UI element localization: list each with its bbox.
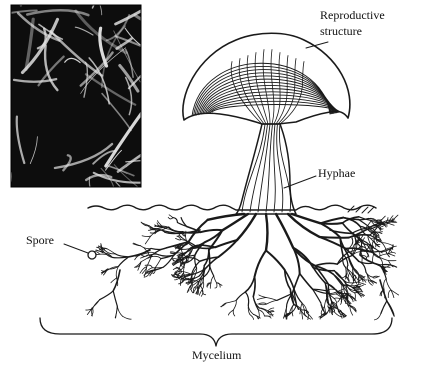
mycelium-hypha xyxy=(315,263,337,265)
stalk-hypha xyxy=(274,124,276,212)
reproductive-structure-label-line1: Reproductive xyxy=(320,8,385,22)
mycelium-hypha xyxy=(388,253,395,254)
mycelium-hypha xyxy=(346,267,347,276)
mycelium-hypha xyxy=(386,279,391,290)
mycelium-hypha xyxy=(266,298,277,301)
mycelium-hypha xyxy=(214,276,217,283)
mycelium-hypha xyxy=(379,257,389,261)
cap-hypha xyxy=(212,105,340,113)
mycelium-hypha xyxy=(290,304,294,313)
mycelium-hypha xyxy=(304,313,310,319)
mycelium-hypha xyxy=(187,258,200,262)
mycelium-hypha xyxy=(387,301,394,314)
mycelium-hypha xyxy=(145,236,150,244)
mycelium-hypha xyxy=(117,306,122,316)
mycelium-hypha xyxy=(384,279,387,290)
mycelium-hypha xyxy=(266,251,285,270)
micrograph-photo xyxy=(0,0,193,236)
mycelium-hypha xyxy=(257,298,266,300)
mycelium-hypha xyxy=(200,230,222,232)
stalk-hypha xyxy=(242,124,265,212)
mycelium-hypha xyxy=(226,301,236,304)
mycelium-hypha xyxy=(267,300,277,304)
mycelium-network xyxy=(86,214,399,320)
mycelium-hypha xyxy=(153,256,161,258)
stalk-hypha xyxy=(266,124,273,212)
mycelium-hypha xyxy=(266,214,267,251)
mycelium-hypha xyxy=(198,247,215,248)
mycelium-hypha xyxy=(169,227,183,232)
mycelium-hypha xyxy=(211,276,214,283)
hyphae-leader xyxy=(284,176,316,188)
mycelium-hypha xyxy=(115,254,129,257)
mycelium-hypha xyxy=(155,259,161,268)
mycelium-hypha xyxy=(258,304,267,305)
mycelium-hypha xyxy=(388,254,395,256)
mycelium-hypha xyxy=(250,315,254,320)
mycelium-hypha xyxy=(245,277,254,292)
mycelium-hypha xyxy=(292,274,299,294)
mycelium-hypha xyxy=(348,273,350,278)
reproductive-structure-label-line2: structure xyxy=(320,24,362,38)
spore-leader xyxy=(64,244,88,253)
mycelium-hypha xyxy=(113,291,117,306)
mycelium-hypha xyxy=(259,303,266,304)
mycelium-bracket xyxy=(40,318,392,346)
mycelium-hypha xyxy=(300,274,313,290)
cap-hypha xyxy=(263,50,270,125)
mycelium-label: Mycelium xyxy=(192,348,242,362)
mycelium-hypha xyxy=(236,292,245,301)
stalk-hypha xyxy=(258,124,270,212)
micrograph-strand xyxy=(5,173,12,199)
cap-hypha xyxy=(271,50,274,125)
mycelium-hypha xyxy=(373,253,374,263)
mycelium-hypha xyxy=(100,291,114,300)
mycelium-hypha xyxy=(381,301,387,314)
mycelium-hypha xyxy=(388,290,391,298)
mycelium-hypha xyxy=(210,266,214,276)
spore-label: Spore xyxy=(26,233,54,247)
mycelium-hypha xyxy=(173,217,178,222)
mycelium-hypha xyxy=(112,257,129,258)
mycelium-hypha xyxy=(200,290,203,296)
mycelium-hypha xyxy=(259,295,266,298)
mycelium-hypha xyxy=(229,310,234,315)
mycelium-hypha xyxy=(366,252,368,258)
mycelium-hypha xyxy=(321,223,343,224)
mycelium-hypha xyxy=(374,314,381,320)
mycelium-hypha xyxy=(141,246,152,249)
mycelium-hypha xyxy=(253,297,258,310)
mycelium-hypha xyxy=(215,283,217,288)
ground-surface-line xyxy=(88,205,376,210)
mycelium-hypha xyxy=(393,215,398,221)
mycelium-hypha xyxy=(233,301,236,311)
mycelium-hypha xyxy=(276,214,293,248)
mycelium-hypha xyxy=(123,316,132,319)
spore-dot xyxy=(88,251,96,259)
mycelium-hypha xyxy=(92,308,93,316)
mycelium-hypha xyxy=(380,280,387,301)
reproductive-structure-stalk xyxy=(236,124,296,214)
hyphae-label: Hyphae xyxy=(318,166,355,180)
mycelium-hypha xyxy=(111,278,117,283)
mycelium-hypha xyxy=(233,310,235,316)
mycelium-hypha xyxy=(255,251,266,277)
mycelium-hypha xyxy=(142,236,151,237)
reproductive-structure-cap xyxy=(183,33,350,124)
mycelium-hypha xyxy=(204,250,209,266)
mycelium-hypha xyxy=(210,283,211,289)
mycelium-hypha xyxy=(245,292,248,305)
